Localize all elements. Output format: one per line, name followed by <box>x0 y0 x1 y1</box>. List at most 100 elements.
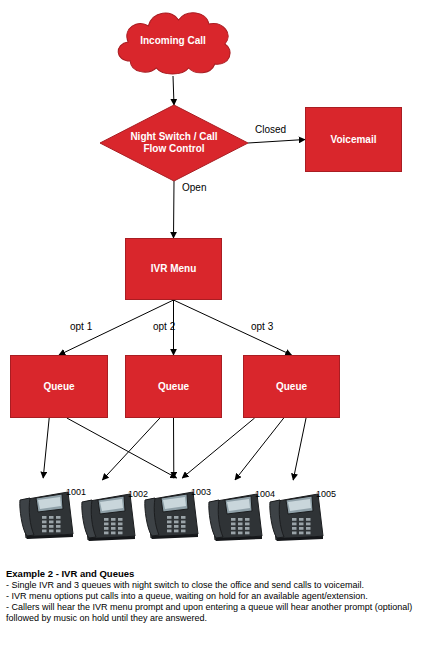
phone-key <box>181 525 186 528</box>
phone-extension: 1005 <box>268 480 324 542</box>
phone-key <box>49 525 54 528</box>
phone-key <box>306 527 311 530</box>
phone-key <box>292 523 297 526</box>
connector-arrow <box>293 418 306 480</box>
phone-key <box>56 521 61 524</box>
caption-note: - IVR menu options put calls into a queu… <box>6 591 428 602</box>
phone-key <box>174 516 179 519</box>
node-text-group: IVR Menu <box>151 263 197 275</box>
phone-key <box>299 532 304 535</box>
phone-key <box>42 516 47 519</box>
caption-block: Example 2 - IVR and Queues- Single IVR a… <box>6 568 428 624</box>
phone-part <box>98 496 125 514</box>
phone-key <box>299 523 304 526</box>
phone-key <box>292 527 297 530</box>
phone-part <box>100 499 123 511</box>
connector-arrow <box>102 418 160 480</box>
phone-key <box>292 532 297 535</box>
node-text-group: Voicemail <box>331 134 377 146</box>
process-box: Queue <box>125 355 222 418</box>
connector-arrow <box>173 418 174 478</box>
phone-part <box>225 496 252 514</box>
phone-part <box>38 497 61 509</box>
caption-note: - Callers will hear the IVR menu prompt … <box>6 602 428 624</box>
phone-key <box>167 525 172 528</box>
start-cloud: Incoming Call <box>110 6 236 76</box>
edge-label: opt 3 <box>251 321 273 332</box>
phone-key <box>167 521 172 524</box>
phone-key <box>111 527 116 530</box>
node-label: Queue <box>276 381 307 393</box>
extension-number: 1005 <box>316 489 336 499</box>
node-label: Night Switch / Call Flow Control <box>130 131 218 155</box>
process-box: Voicemail <box>305 107 402 172</box>
phone-key <box>118 518 123 521</box>
phone-key <box>238 527 243 530</box>
phone-key <box>104 532 109 535</box>
phone-part <box>161 494 188 512</box>
node-label: Incoming Call <box>140 35 206 47</box>
phone-key <box>56 516 61 519</box>
phone-key <box>245 518 250 521</box>
phone-key <box>104 518 109 521</box>
node-text-group: Queue <box>43 381 74 393</box>
phone-key <box>42 530 47 533</box>
phone-part <box>27 534 73 539</box>
phone-key <box>49 530 54 533</box>
phone-part <box>286 496 313 514</box>
phone-key <box>292 518 297 521</box>
phone-part <box>145 498 159 536</box>
caption-title: Example 2 - IVR and Queues <box>6 568 428 580</box>
desk-phone-illustration <box>207 480 263 542</box>
connector-arrow <box>173 181 175 238</box>
diamond-shape <box>100 105 248 181</box>
node-label: IVR Menu <box>151 263 197 275</box>
phone-key <box>306 532 311 535</box>
phone-key <box>238 523 243 526</box>
node-label: Queue <box>43 381 74 393</box>
phone-key <box>56 525 61 528</box>
phone-key <box>181 516 186 519</box>
phone-key <box>118 532 123 535</box>
edge-label: opt 1 <box>70 321 92 332</box>
process-box: IVR Menu <box>125 238 222 300</box>
phone-key <box>306 523 311 526</box>
phone-key <box>174 525 179 528</box>
phone-key <box>42 525 47 528</box>
phone-part <box>82 500 96 538</box>
phone-key <box>231 523 236 526</box>
phone-key <box>181 521 186 524</box>
desk-phone-illustration <box>143 478 199 540</box>
phone-extension: 1003 <box>143 478 199 540</box>
phone-key <box>49 516 54 519</box>
phone-key <box>111 518 116 521</box>
edge-label: opt 2 <box>153 321 175 332</box>
phone-extension: 1004 <box>207 480 263 542</box>
connector-arrow <box>182 418 254 478</box>
phone-part <box>89 536 135 541</box>
phone-key <box>238 518 243 521</box>
phone-key <box>174 521 179 524</box>
desk-phone-illustration <box>80 480 136 542</box>
decision-diamond: Night Switch / Call Flow Control <box>100 105 248 181</box>
phone-key <box>104 527 109 530</box>
node-text-group: Queue <box>158 381 189 393</box>
phone-key <box>299 518 304 521</box>
node-text-group: Night Switch / Call Flow Control <box>100 131 248 155</box>
phone-part <box>163 497 186 509</box>
phone-key <box>245 527 250 530</box>
phone-key <box>306 518 311 521</box>
cloud-shape <box>118 13 230 74</box>
edge-label: Open <box>182 182 206 193</box>
phone-part <box>36 494 63 512</box>
connector-arrow <box>67 418 177 478</box>
phone-key <box>118 523 123 526</box>
phone-part <box>20 498 34 536</box>
phone-key <box>111 523 116 526</box>
caption-note: - Single IVR and 3 queues with night swi… <box>6 580 428 591</box>
desk-phone-illustration <box>18 478 74 540</box>
connector-arrow <box>235 418 284 480</box>
node-label: Queue <box>158 381 189 393</box>
